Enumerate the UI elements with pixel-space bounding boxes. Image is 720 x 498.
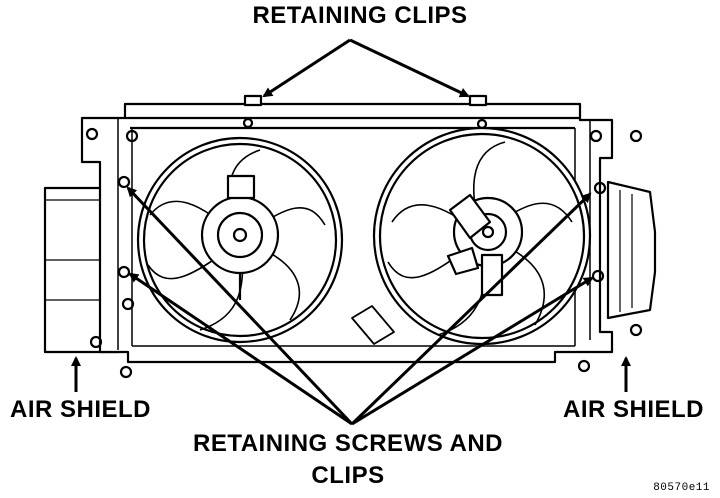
right-air-shield (606, 180, 657, 320)
arrow-screw-lower-left (128, 272, 353, 426)
arrow-screw-upper-left (126, 186, 354, 426)
arrow-screw-upper-right (350, 192, 592, 426)
label-air-shield-right: AIR SHIELD (562, 396, 704, 423)
label-retaining-screws-line1: RETAINING SCREWS AND (193, 430, 503, 457)
top-clip-left (243, 94, 263, 107)
label-air-shield-left: AIR SHIELD (10, 396, 152, 423)
right-fan (372, 126, 592, 346)
label-retaining-clips: RETAINING CLIPS (252, 2, 468, 29)
top-clip-right (468, 94, 488, 107)
arrow-top-right-clip (349, 38, 470, 98)
arrow-top-left-clip (262, 38, 351, 98)
wiring-connector (351, 305, 395, 345)
left-fan (136, 136, 344, 344)
arrow-screw-lower-right (351, 276, 594, 426)
left-fan-motor (200, 195, 280, 275)
label-retaining-screws-and-clips: RETAINING SCREWS AND CLIPS (178, 428, 518, 492)
label-retaining-screws-line2: CLIPS (311, 462, 385, 489)
figure-code: 80570e11 (653, 482, 710, 494)
